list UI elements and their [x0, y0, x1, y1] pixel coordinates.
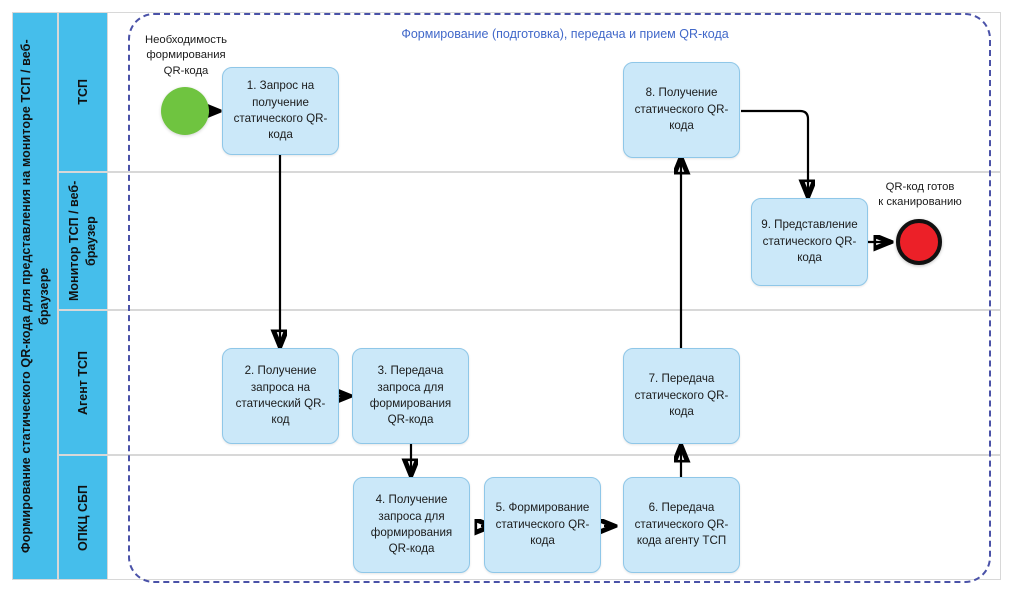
task-4[interactable]: 4. Получение запроса для формирования QR…: [353, 477, 470, 573]
lane-label-opkc: ОПКЦ СБП: [75, 484, 90, 551]
lane-header-opkc: ОПКЦ СБП: [58, 455, 108, 580]
task-8[interactable]: 8. Получение статического QR-кода: [623, 62, 740, 158]
pool-title: Формирование статического QR-кода для пр…: [12, 12, 58, 580]
start-event[interactable]: [161, 87, 209, 135]
start-event-label-line1: Необходимость: [144, 34, 228, 46]
lane-header-tsp: ТСП: [58, 12, 108, 172]
task-1[interactable]: 1. Запрос на получение статического QR-к…: [222, 67, 339, 155]
start-event-label-line3: QR-кода: [163, 64, 209, 77]
task-9[interactable]: 9. Представление статического QR-кода: [751, 198, 868, 286]
lane-label-tsp: ТСП: [75, 79, 90, 105]
lane-header-monitor: Монитор ТСП / веб-браузер: [58, 172, 108, 310]
task-7[interactable]: 7. Передача статического QR-кода: [623, 348, 740, 444]
lane-header-agent: Агент ТСП: [58, 310, 108, 455]
pool-title-text: Формирование статического QR-кода для пр…: [18, 39, 51, 553]
task-2[interactable]: 2. Получение запроса на статический QR-к…: [222, 348, 339, 444]
start-event-label-line2: формирования: [146, 49, 226, 62]
task-5[interactable]: 5. Формирование статического QR-кода: [484, 477, 601, 573]
end-event-label-line1: QR-код готов: [885, 181, 955, 193]
lane-label-agent: Агент ТСП: [75, 350, 90, 415]
task-6[interactable]: 6. Передача статического QR-кода агенту …: [623, 477, 740, 573]
subprocess-title: Формирование (подготовка), передача и пр…: [401, 27, 729, 41]
task-3[interactable]: 3. Передача запроса для формирования QR-…: [352, 348, 469, 444]
subprocess-boundary: [128, 13, 991, 583]
lane-label-monitor: Монитор ТСП / веб-браузер: [67, 180, 98, 302]
end-event[interactable]: [896, 219, 942, 265]
end-event-label-line2: к сканированию: [878, 196, 962, 209]
start-event-label: Необходимость формирования QR-кода: [131, 33, 241, 79]
end-event-label: QR-код готов к сканированию: [869, 180, 971, 211]
